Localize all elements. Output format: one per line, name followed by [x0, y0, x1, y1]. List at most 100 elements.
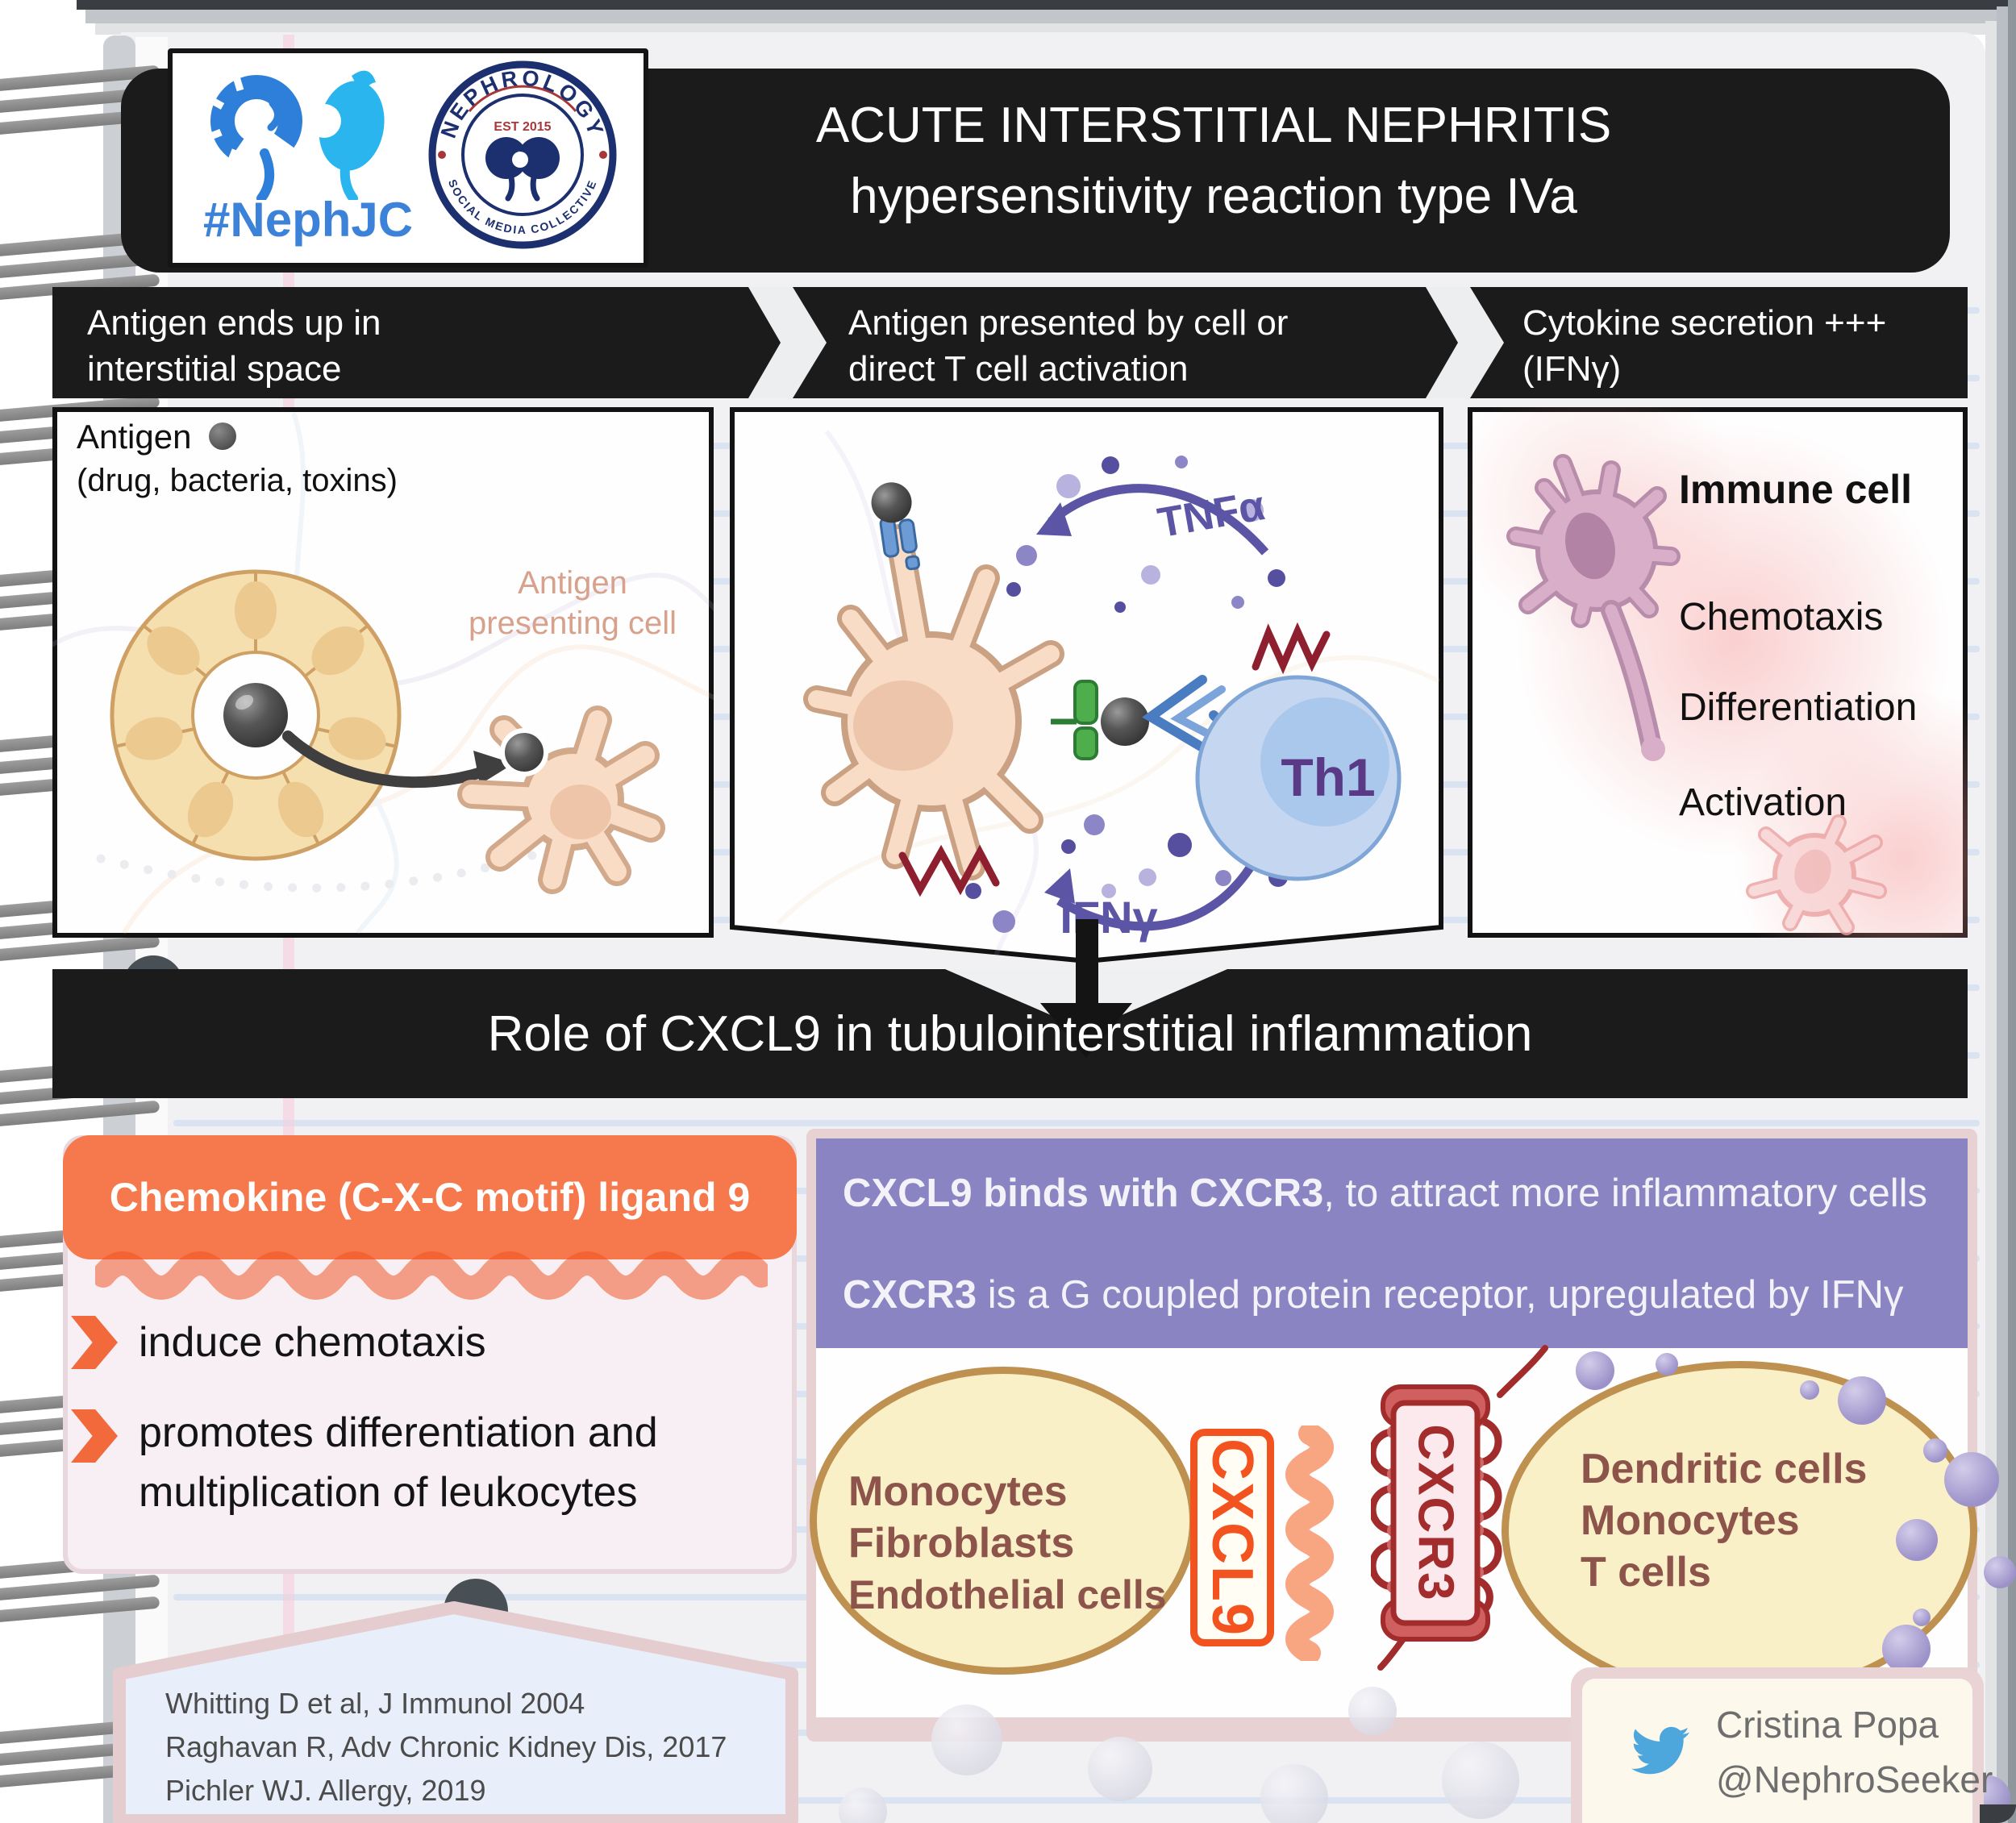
- title-line-1: ACUTE INTERSTITIAL NEPHRITIS: [815, 98, 1612, 153]
- ifng-arrow: [1044, 856, 1260, 931]
- bubble-decoration: [1088, 1737, 1152, 1801]
- bubble-decoration: [1838, 1376, 1886, 1425]
- cxcl9-header-box: Chemokine (C-X-C motif) ligand 9: [63, 1135, 797, 1259]
- nephrology-badge-icon: NEPHROLOGY SOCIAL MEDIA COLLECTIVE EST 2…: [428, 60, 617, 249]
- cxcl9-bullet-1: induce chemotaxis: [139, 1319, 486, 1366]
- chevron-right-icon: [1426, 287, 1504, 398]
- target-cell-tcells: T cells: [1581, 1549, 1711, 1596]
- source-cells-ellipse: [810, 1367, 1197, 1675]
- step-1-line-2: interstitial space: [87, 349, 342, 389]
- kidney-logo-icon: [203, 70, 385, 200]
- antigen-panel-illustration: [52, 407, 714, 938]
- bubble-decoration: [931, 1704, 1002, 1775]
- apc-label-line-1: Antigen: [518, 565, 627, 601]
- credit-name: Cristina Popa: [1716, 1704, 1939, 1746]
- cxcr3-receptor-label-box: CXCR3: [1393, 1403, 1477, 1623]
- bubble-decoration: [1896, 1519, 1938, 1561]
- page-title: ACUTE INTERSTITIAL NEPHRITIS hypersensit…: [641, 90, 1786, 232]
- title-line-2: hypersensitivity reaction type IVa: [850, 169, 1577, 224]
- faint-immune-cell: [1746, 814, 1887, 935]
- mhc-zigzag: [1252, 622, 1331, 675]
- steps-strip: [52, 287, 1968, 398]
- apc-label: Antigen presenting cell: [427, 563, 718, 643]
- immune-effect-chemotaxis: Chemotaxis: [1679, 596, 1884, 639]
- badge-est-text: EST 2015: [494, 120, 551, 134]
- step-2-line-2: direct T cell activation: [848, 349, 1189, 389]
- antigen-label: Antigen: [77, 418, 237, 456]
- cxcr3-receptor-label: CXCR3: [1407, 1424, 1464, 1602]
- ifng-cytokine-dots: [965, 814, 1288, 933]
- immune-cell: [1506, 454, 1681, 761]
- reference-2: Raghavan R, Adv Chronic Kidney Dis, 2017: [165, 1730, 727, 1763]
- activation-panel-illustration: TNFα: [730, 407, 1443, 964]
- bubble-decoration: [1800, 1380, 1819, 1400]
- apc-zigzag: [898, 844, 1000, 897]
- immune-effect-differentiation: Differentiation: [1679, 686, 1918, 729]
- step-2-label: Antigen presented by cell or direct T ce…: [848, 300, 1288, 392]
- tnfa-arrow: [1036, 484, 1269, 556]
- cxcr3-info-line-1: CXCL9 binds with CXCR3, to attract more …: [843, 1171, 1956, 1216]
- cxcl9-ligand-label: CXCL9: [1200, 1438, 1265, 1638]
- cxcl9-ligand-box: CXCL9: [1190, 1429, 1274, 1646]
- references-box: [113, 1601, 798, 1823]
- tnfa-cytokine-dots: [1006, 456, 1285, 613]
- cxcr3-info-line-2: CXCR3 is a G coupled protein receptor, u…: [843, 1272, 1956, 1317]
- cxcl9-vertical-squiggle: [1271, 1426, 1348, 1661]
- bubble-decoration: [839, 1788, 887, 1823]
- ruled-line: [173, 1120, 1980, 1126]
- target-cell-dendritic: Dendritic cells: [1581, 1446, 1868, 1492]
- target-cell-monocytes: Monocytes: [1581, 1497, 1800, 1544]
- apc-label-line-2: presenting cell: [469, 606, 677, 641]
- cxcr3-line2-bold: CXCR3: [843, 1273, 977, 1317]
- source-cell-endothelial: Endothelial cells: [848, 1572, 1167, 1617]
- credit-handle: @NephroSeeker: [1716, 1758, 1993, 1800]
- surface-receptor: [871, 482, 921, 571]
- bubble-decoration: [1923, 1438, 1947, 1463]
- antigen-sphere-icon: [223, 683, 288, 747]
- ruled-line: [173, 1797, 1980, 1804]
- cxcr3-receptor: [1371, 1345, 1548, 1671]
- cxcl9-bullet-2: promotes differentiation and multiplicat…: [139, 1409, 658, 1516]
- cxcr3-line1-bold: CXCL9 binds with CXCR3: [843, 1172, 1324, 1215]
- step-1-label: Antigen ends up in interstitial space: [87, 300, 381, 392]
- tubule-cross-section: [110, 569, 402, 861]
- cxcl9-squiggle: [95, 1248, 768, 1326]
- page-stack-top-1: [85, 10, 2011, 23]
- cxcr3-line1-rest: , to attract more inflammatory cells: [1323, 1172, 1928, 1215]
- cover-top-edge: [77, 0, 2016, 10]
- th1-cell: Th1: [1195, 675, 1402, 881]
- chevron-right-icon: [748, 287, 827, 398]
- cytokine-panel-illustration: [1468, 407, 1968, 938]
- bubble-decoration: [1656, 1353, 1678, 1376]
- bubble-decoration: [1442, 1742, 1519, 1819]
- antigen-sphere-icon: [209, 422, 237, 450]
- bubble-decoration: [1260, 1764, 1328, 1823]
- page-stack-right-3: [1985, 21, 1997, 1823]
- bubble-decoration: [1576, 1351, 1614, 1390]
- step-1-line-1: Antigen ends up in: [87, 303, 381, 343]
- role-banner-title: Role of CXCL9 in tubulointerstitial infl…: [487, 1005, 1533, 1062]
- cover-corner: [1980, 1804, 2016, 1823]
- nephjc-hashtag: #NephJC: [203, 193, 414, 247]
- step-3-line-2: (IFNγ): [1522, 349, 1622, 389]
- antigen-sublabel: (drug, bacteria, toxins): [77, 463, 398, 498]
- page-stack-top-2: [95, 23, 2000, 35]
- immune-effect-activation: Activation: [1679, 781, 1847, 824]
- page-stack-right-2: [1997, 6, 2008, 1823]
- step-2-line-1: Antigen presented by cell or: [848, 303, 1289, 343]
- reference-3: Pichler WJ. Allergy, 2019: [165, 1774, 486, 1807]
- bubble-decoration: [1944, 1452, 1999, 1507]
- bubble-decoration: [1348, 1687, 1397, 1735]
- cxcr3-line2-rest: is a G coupled protein receptor, upregul…: [977, 1273, 1904, 1317]
- step-3-line-1: Cytokine secretion +++: [1522, 303, 1887, 343]
- th1-label: Th1: [1281, 747, 1375, 807]
- source-cell-monocytes: Monocytes: [848, 1468, 1068, 1515]
- twitter-bird-icon: [1631, 1726, 1689, 1775]
- cxcr3-info-box: [816, 1138, 1968, 1348]
- cxcl9-header-text: Chemokine (C-X-C motif) ligand 9: [109, 1175, 751, 1220]
- bubble-decoration: [1984, 1556, 2016, 1588]
- antigen-label-text: Antigen: [77, 418, 192, 456]
- source-cell-fibroblasts: Fibroblasts: [848, 1520, 1075, 1567]
- reference-1: Whitting D et al, J Immunol 2004: [165, 1687, 585, 1720]
